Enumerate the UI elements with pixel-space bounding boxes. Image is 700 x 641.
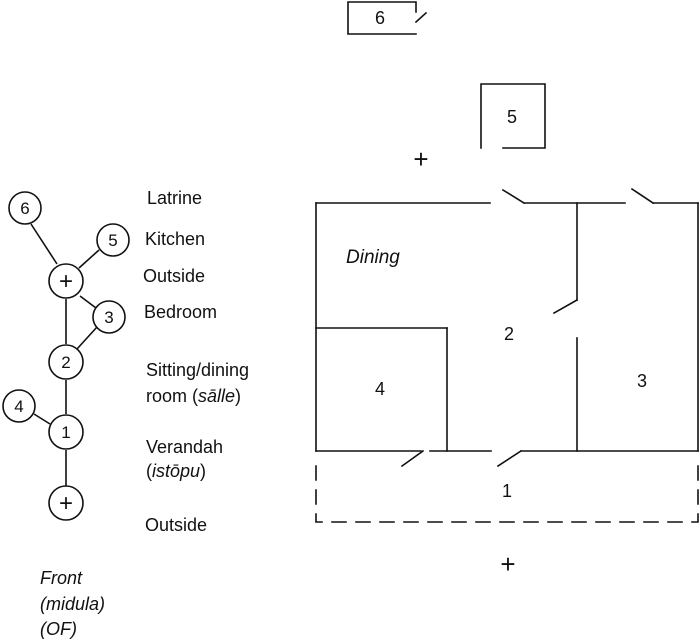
edge-5-outside bbox=[78, 249, 100, 269]
front-plus-label: + bbox=[500, 549, 515, 579]
tree-node-2: 2 bbox=[48, 344, 84, 380]
room-3-label: 3 bbox=[637, 371, 647, 391]
tree-node-outside-bottom: + bbox=[48, 485, 84, 521]
label-front-line2: (midula) bbox=[40, 594, 106, 614]
label-sitting-pre: room ( bbox=[146, 386, 199, 406]
tree-node-4-label: 4 bbox=[14, 397, 23, 416]
dining-label: Dining bbox=[346, 247, 400, 268]
label-sitting-dining-line1: Sitting/dining bbox=[146, 360, 250, 380]
edge-6-outside bbox=[30, 223, 58, 265]
room-6-door bbox=[414, 11, 428, 24]
tree-node-outside-top: + bbox=[48, 263, 84, 299]
label-latrine: Latrine bbox=[147, 188, 203, 208]
label-salle-term: sālle bbox=[198, 386, 236, 406]
label-verandah-line1: Verandah bbox=[146, 437, 224, 457]
tree-node-3-label: 3 bbox=[104, 308, 113, 327]
tree-node-3: 3 bbox=[92, 300, 126, 334]
tree-node-1: 1 bbox=[48, 414, 84, 450]
tree-node-6-label: 6 bbox=[20, 199, 29, 218]
room-5-outline bbox=[480, 83, 546, 149]
room-2-label: 2 bbox=[504, 324, 514, 344]
tree-node-5-label: 5 bbox=[108, 231, 117, 250]
label-outside-top: Outside bbox=[143, 266, 206, 286]
label-verandah-post: ) bbox=[200, 461, 207, 481]
room-6-label: 6 bbox=[375, 8, 385, 28]
label-sitting-post: ) bbox=[235, 386, 242, 406]
verandah-outline bbox=[315, 465, 699, 523]
door-to-outside bbox=[501, 188, 526, 205]
label-istopu-term: istōpu bbox=[152, 461, 201, 481]
tree-node-outside-bottom-label: + bbox=[59, 490, 73, 517]
tree-node-6: 6 bbox=[8, 191, 42, 225]
tree-node-5: 5 bbox=[96, 223, 130, 257]
door-to-latrine bbox=[630, 187, 655, 205]
label-verandah-pre: ( bbox=[146, 461, 152, 481]
edge-outside-3 bbox=[79, 295, 97, 309]
door-to-bedroom bbox=[552, 298, 579, 315]
tree-node-outside-top-label: + bbox=[59, 268, 73, 295]
tree-node-1-label: 1 bbox=[61, 423, 70, 442]
room-5-label: 5 bbox=[507, 107, 517, 127]
edge-4-1 bbox=[33, 413, 51, 425]
label-bedroom: Bedroom bbox=[144, 302, 218, 322]
tree-node-4: 4 bbox=[2, 389, 36, 423]
door-to-room-4 bbox=[400, 449, 425, 468]
label-kitchen: Kitchen bbox=[145, 229, 206, 249]
label-verandah-line2: (istōpu) bbox=[146, 459, 206, 483]
label-outside-bottom: Outside bbox=[145, 515, 208, 535]
door-front bbox=[496, 449, 523, 468]
label-front-line3: (OF) bbox=[40, 619, 77, 639]
room-6-outline bbox=[347, 1, 417, 35]
room-4-label: 4 bbox=[375, 379, 385, 399]
tree-node-2-label: 2 bbox=[61, 353, 70, 372]
room-1-label: 1 bbox=[502, 481, 512, 501]
edge-3-2 bbox=[76, 326, 98, 350]
label-sitting-dining-line2: room (sālle) bbox=[146, 384, 241, 408]
label-front-line1: Front bbox=[40, 568, 83, 588]
outside-plus-label: + bbox=[413, 144, 428, 174]
